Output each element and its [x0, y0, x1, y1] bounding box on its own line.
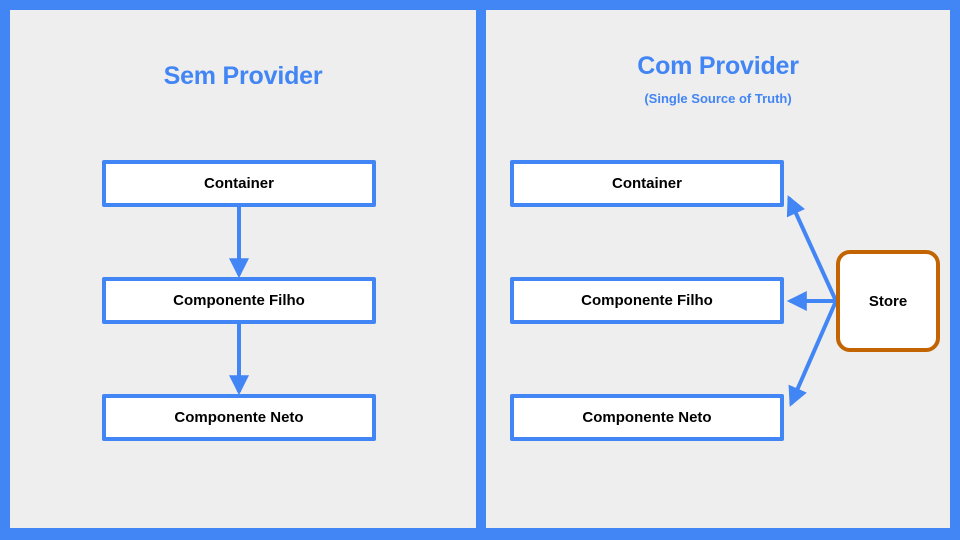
panel-left-title: Sem Provider — [163, 62, 323, 90]
node-right-container[interactable]: Container — [510, 160, 784, 207]
node-label: Container — [203, 175, 274, 192]
node-label: Componente Neto — [582, 409, 712, 426]
node-left-componente-neto[interactable]: Componente Neto — [102, 394, 376, 441]
node-right-componente-filho[interactable]: Componente Filho — [510, 277, 784, 324]
node-label: Componente Neto — [174, 409, 304, 426]
node-label: Componente Filho — [173, 292, 305, 309]
store-label: Store — [868, 292, 908, 310]
node-right-componente-neto[interactable]: Componente Neto — [510, 394, 784, 441]
panel-right-subtitle: (Single Source of Truth) — [644, 91, 792, 106]
node-left-componente-filho[interactable]: Componente Filho — [102, 277, 376, 324]
node-label: Componente Filho — [581, 292, 713, 309]
panel-right-title: Com Provider — [637, 52, 799, 80]
node-store[interactable]: Store — [836, 250, 940, 352]
node-left-container[interactable]: Container — [102, 160, 376, 207]
panel-sem-provider: Sem Provider — [10, 10, 476, 528]
node-label: Container — [611, 175, 682, 192]
